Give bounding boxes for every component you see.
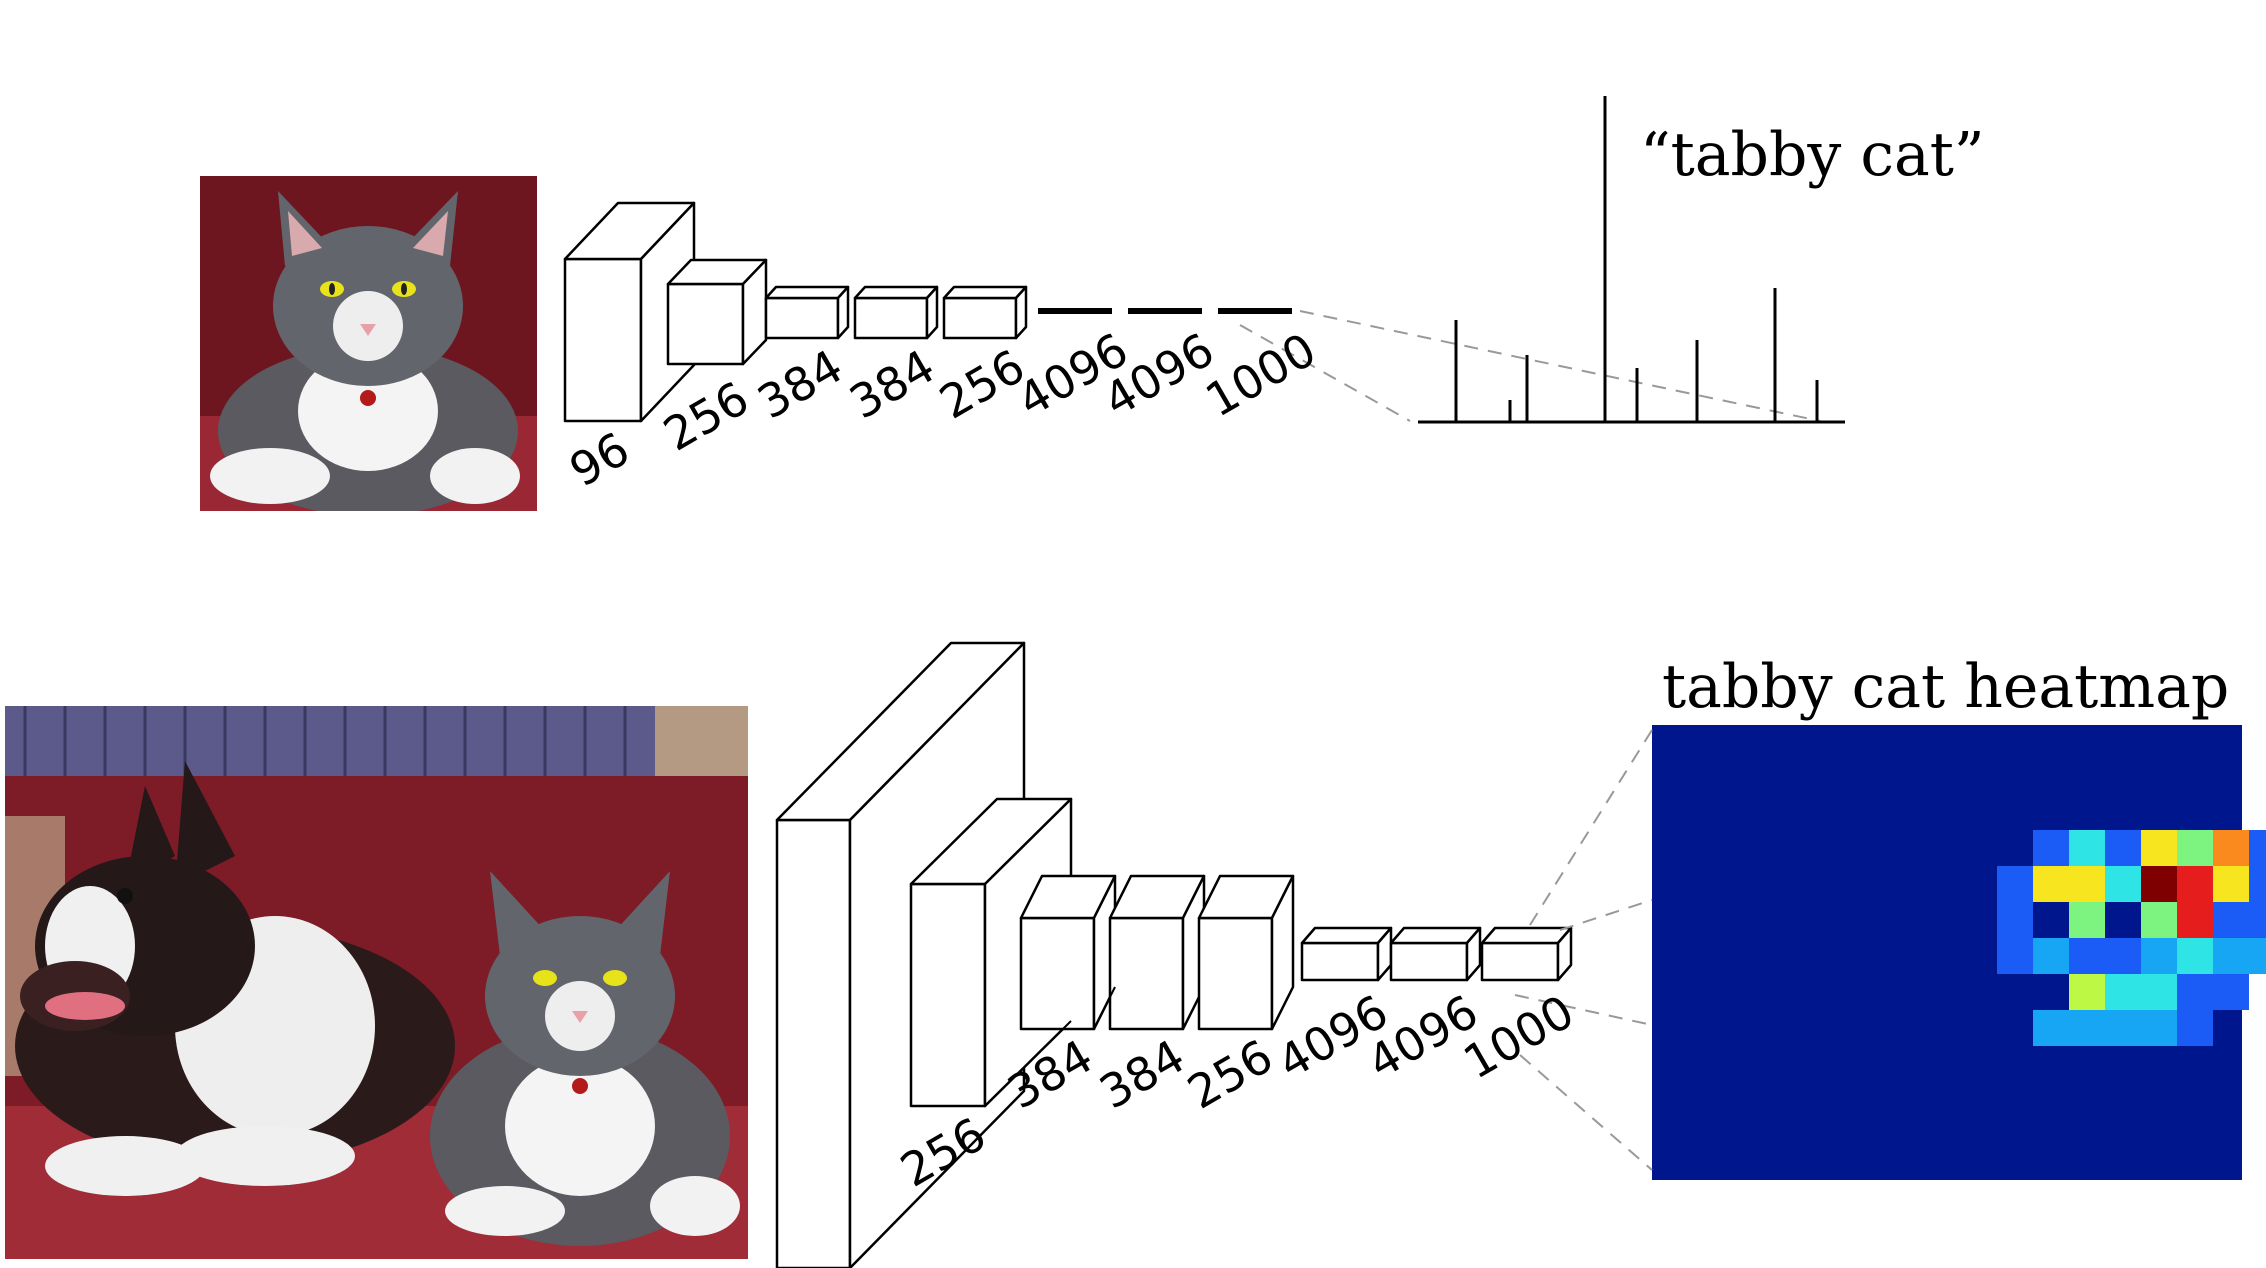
dog-and-cat-photo — [5, 706, 748, 1259]
heatmap-cell — [2105, 938, 2141, 974]
bottom-conv3-block — [1019, 874, 1117, 1031]
heatmap-cell — [2141, 866, 2177, 902]
top-label-conv3: 384 — [749, 339, 852, 430]
heatmap-cell — [2141, 938, 2177, 974]
heatmap-cell — [1997, 902, 2033, 938]
top-conv3-block — [764, 285, 850, 340]
top-label-conv1: 96 — [561, 421, 639, 497]
heatmap-cell — [2249, 938, 2266, 974]
bottom-projection-1 — [1529, 729, 1653, 926]
heatmap-cell — [2213, 902, 2249, 938]
heatmap-cell — [2213, 974, 2249, 1010]
heatmap-cell — [2177, 974, 2213, 1010]
top-label-conv4: 384 — [841, 339, 944, 430]
heatmap-cell — [1997, 938, 2033, 974]
heatmap-cell — [2033, 830, 2069, 866]
top-label-fc8: 1000 — [1197, 322, 1325, 427]
dog-and-cat-illustration — [5, 706, 748, 1259]
bottom-fc6-block — [1300, 926, 1393, 982]
heatmap-cell — [2177, 1010, 2213, 1046]
tabby-cat-illustration — [200, 176, 537, 511]
heatmap-cell — [2033, 866, 2069, 902]
heatmap-cell — [2213, 938, 2249, 974]
heatmap-cell — [2033, 1010, 2069, 1046]
tabby-cat-heatmap — [1652, 725, 2266, 1180]
heatmap-cell — [2105, 866, 2141, 902]
bottom-conv5-block — [1197, 874, 1295, 1031]
bottom-fc7-block — [1389, 926, 1482, 982]
bottom-output-label: tabby cat heatmap — [1662, 652, 2229, 722]
top-output-histogram — [1418, 96, 1845, 424]
heatmap-cell — [2069, 1010, 2105, 1046]
heatmap-cell — [2249, 866, 2266, 902]
bottom-projection-2 — [1559, 899, 1653, 931]
bottom-label-fc8: 1000 — [1455, 984, 1583, 1089]
heatmap-cell — [2069, 830, 2105, 866]
heatmap-cell — [2105, 974, 2141, 1010]
heatmap-cell — [2141, 902, 2177, 938]
top-conv4-block — [853, 285, 939, 340]
bottom-conv4-block — [1108, 874, 1206, 1031]
heatmap-cell — [2033, 938, 2069, 974]
bottom-projection-4 — [1519, 1054, 1653, 1171]
heatmap-cell — [2249, 830, 2266, 866]
heatmap-cell — [2069, 974, 2105, 1010]
top-projection-upper — [1299, 310, 1821, 422]
heatmap-cell — [2105, 1010, 2141, 1046]
bottom-label-conv4: 384 — [1091, 1029, 1194, 1120]
heatmap-cell — [2141, 974, 2177, 1010]
heatmap-cell — [2177, 830, 2213, 866]
heatmap-cell — [1997, 866, 2033, 902]
bottom-label-conv5: 256 — [1179, 1029, 1282, 1120]
bottom-fc8-block — [1480, 926, 1573, 982]
heatmap-cell — [2141, 1010, 2177, 1046]
top-conv5-block — [942, 285, 1028, 340]
heatmap-cell — [2177, 902, 2213, 938]
top-projection-lower — [1239, 324, 1411, 422]
top-conv2-block — [666, 258, 768, 366]
heatmap-cell — [2213, 830, 2249, 866]
heatmap-cell — [2177, 866, 2213, 902]
tabby-cat-photo — [200, 176, 537, 511]
heatmap-cell — [2213, 866, 2249, 902]
heatmap-cell — [2177, 938, 2213, 974]
heatmap-cell — [2069, 866, 2105, 902]
heatmap-cell — [2105, 830, 2141, 866]
heatmap-cell — [2069, 938, 2105, 974]
heatmap-cell — [2141, 830, 2177, 866]
heatmap-cell — [2069, 902, 2105, 938]
heatmap-cell — [2249, 902, 2266, 938]
top-output-label: “tabby cat” — [1640, 120, 1985, 190]
